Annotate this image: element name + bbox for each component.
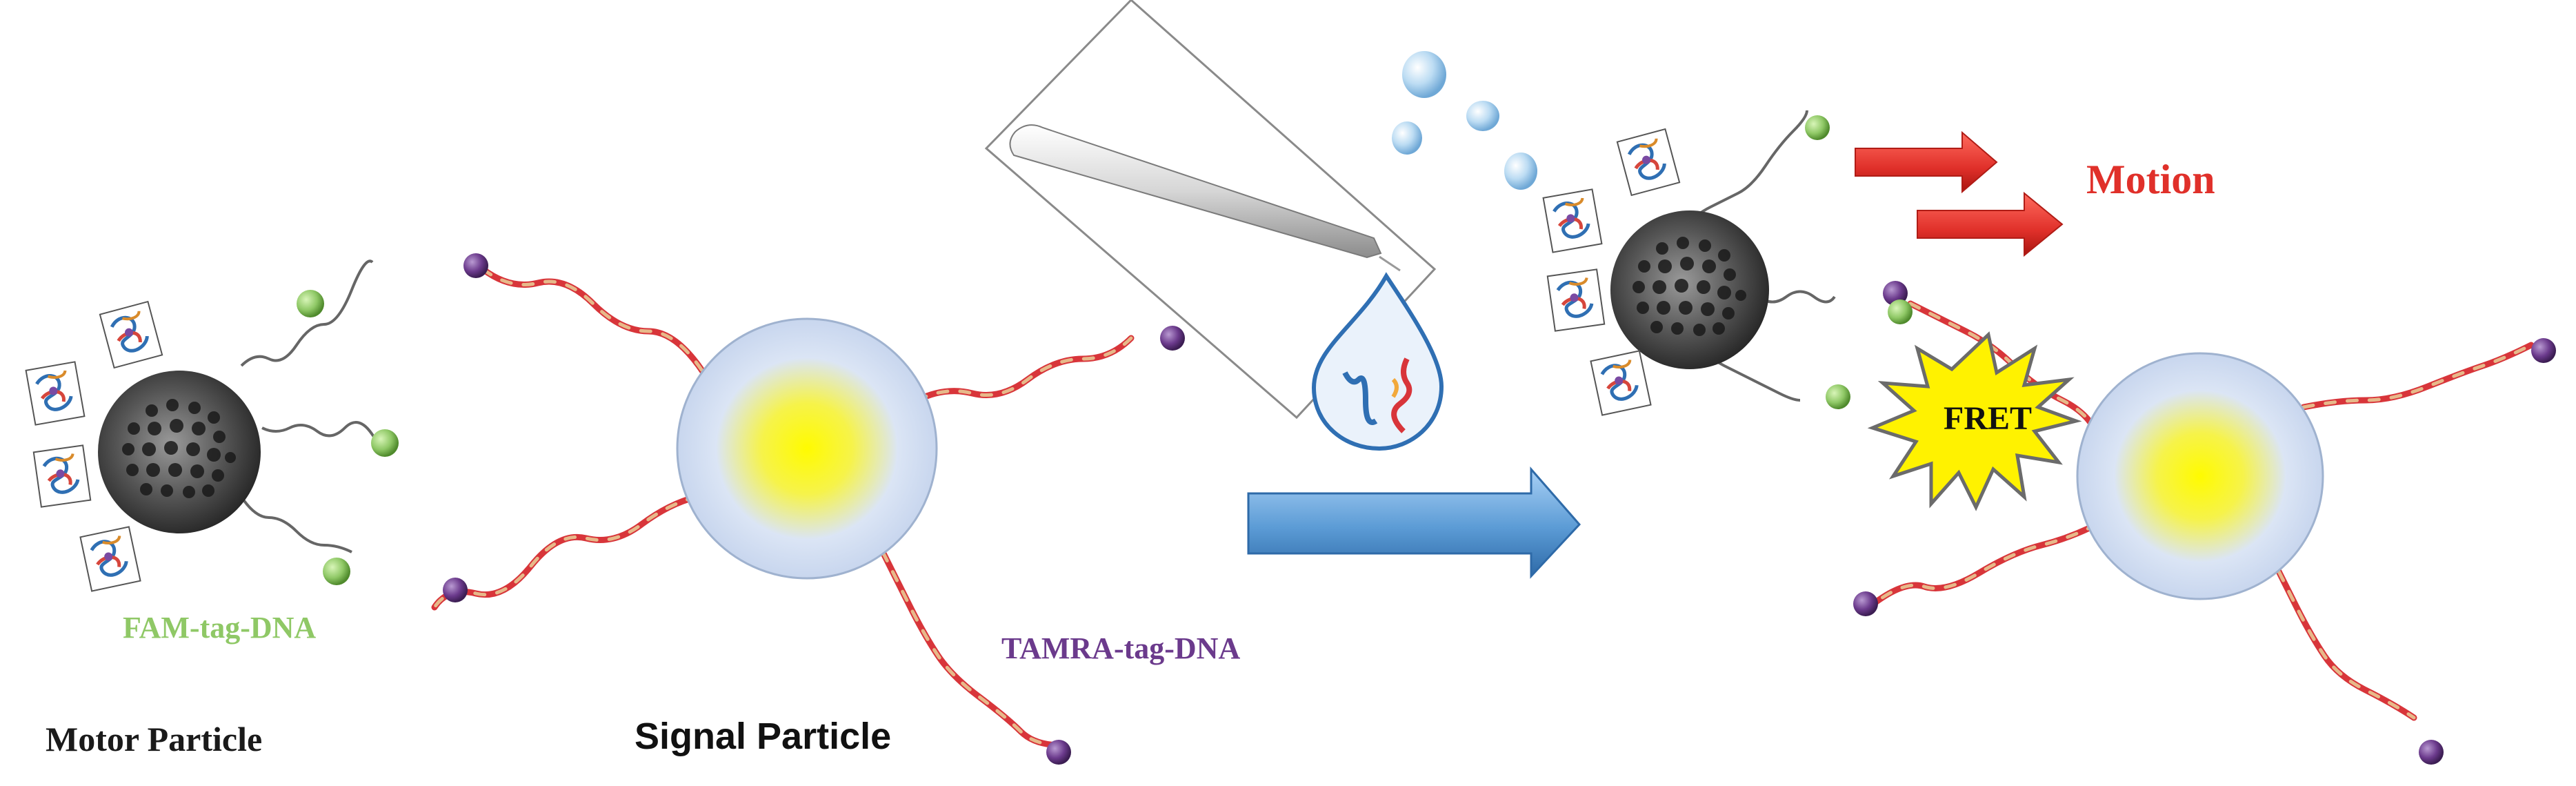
tamra-tag-ball	[1046, 740, 1071, 765]
motor-sphere	[1610, 210, 1769, 369]
droplet-with-dna-icon	[1311, 272, 1444, 451]
tamra-tag-ball	[443, 578, 468, 602]
signal-particle-right	[1853, 300, 2556, 765]
enzyme-icon	[80, 527, 140, 591]
fam-tag-ball	[1805, 115, 1830, 140]
tamra-tag-ball	[2419, 740, 2444, 765]
enzyme-icon	[34, 445, 90, 507]
tamra-dna-strands	[431, 266, 1135, 749]
motor-sphere	[98, 371, 261, 533]
enzyme-icon	[1544, 189, 1602, 252]
motor-particle-right	[1544, 110, 1913, 415]
enzyme-icon	[1590, 351, 1650, 415]
fam-tag-ball	[297, 290, 324, 317]
signal-particle-left	[431, 253, 1185, 765]
motion-label: Motion	[2086, 157, 2215, 202]
tamra-tag-ball	[1160, 326, 1185, 351]
enzyme-icon	[26, 362, 85, 424]
tamra-tag-label: TAMRA-tag-DNA	[1001, 631, 1241, 665]
tamra-tag-ball	[1883, 281, 1908, 306]
motion-arrows	[1855, 130, 2064, 257]
fret-label: FRET	[1944, 400, 2033, 437]
fam-tag-ball	[1826, 384, 1850, 409]
fam-tag-ball	[1888, 299, 1913, 324]
fam-tag-label: FAM-tag-DNA	[123, 611, 317, 645]
enzyme-icon	[1617, 129, 1679, 195]
tamra-tag-ball	[2531, 338, 2556, 363]
fam-tag-ball	[371, 429, 399, 457]
tamra-tag-ball	[1853, 591, 1878, 616]
motor-particle-label: Motor Particle	[46, 720, 263, 758]
enzyme-icon	[100, 302, 162, 368]
bubble-icon	[1392, 51, 1537, 190]
enzyme-icon	[1548, 269, 1604, 331]
fam-tag-ball	[323, 558, 350, 585]
process-arrow	[1247, 466, 1581, 579]
tamra-tag-ball	[463, 253, 488, 278]
motor-particle-left	[26, 259, 399, 591]
signal-sphere	[2076, 352, 2324, 600]
signal-particle-label: Signal Particle	[635, 716, 892, 757]
signal-sphere	[676, 317, 938, 580]
fret-starburst	[1867, 331, 2082, 511]
pipette-icon	[984, 0, 1437, 420]
